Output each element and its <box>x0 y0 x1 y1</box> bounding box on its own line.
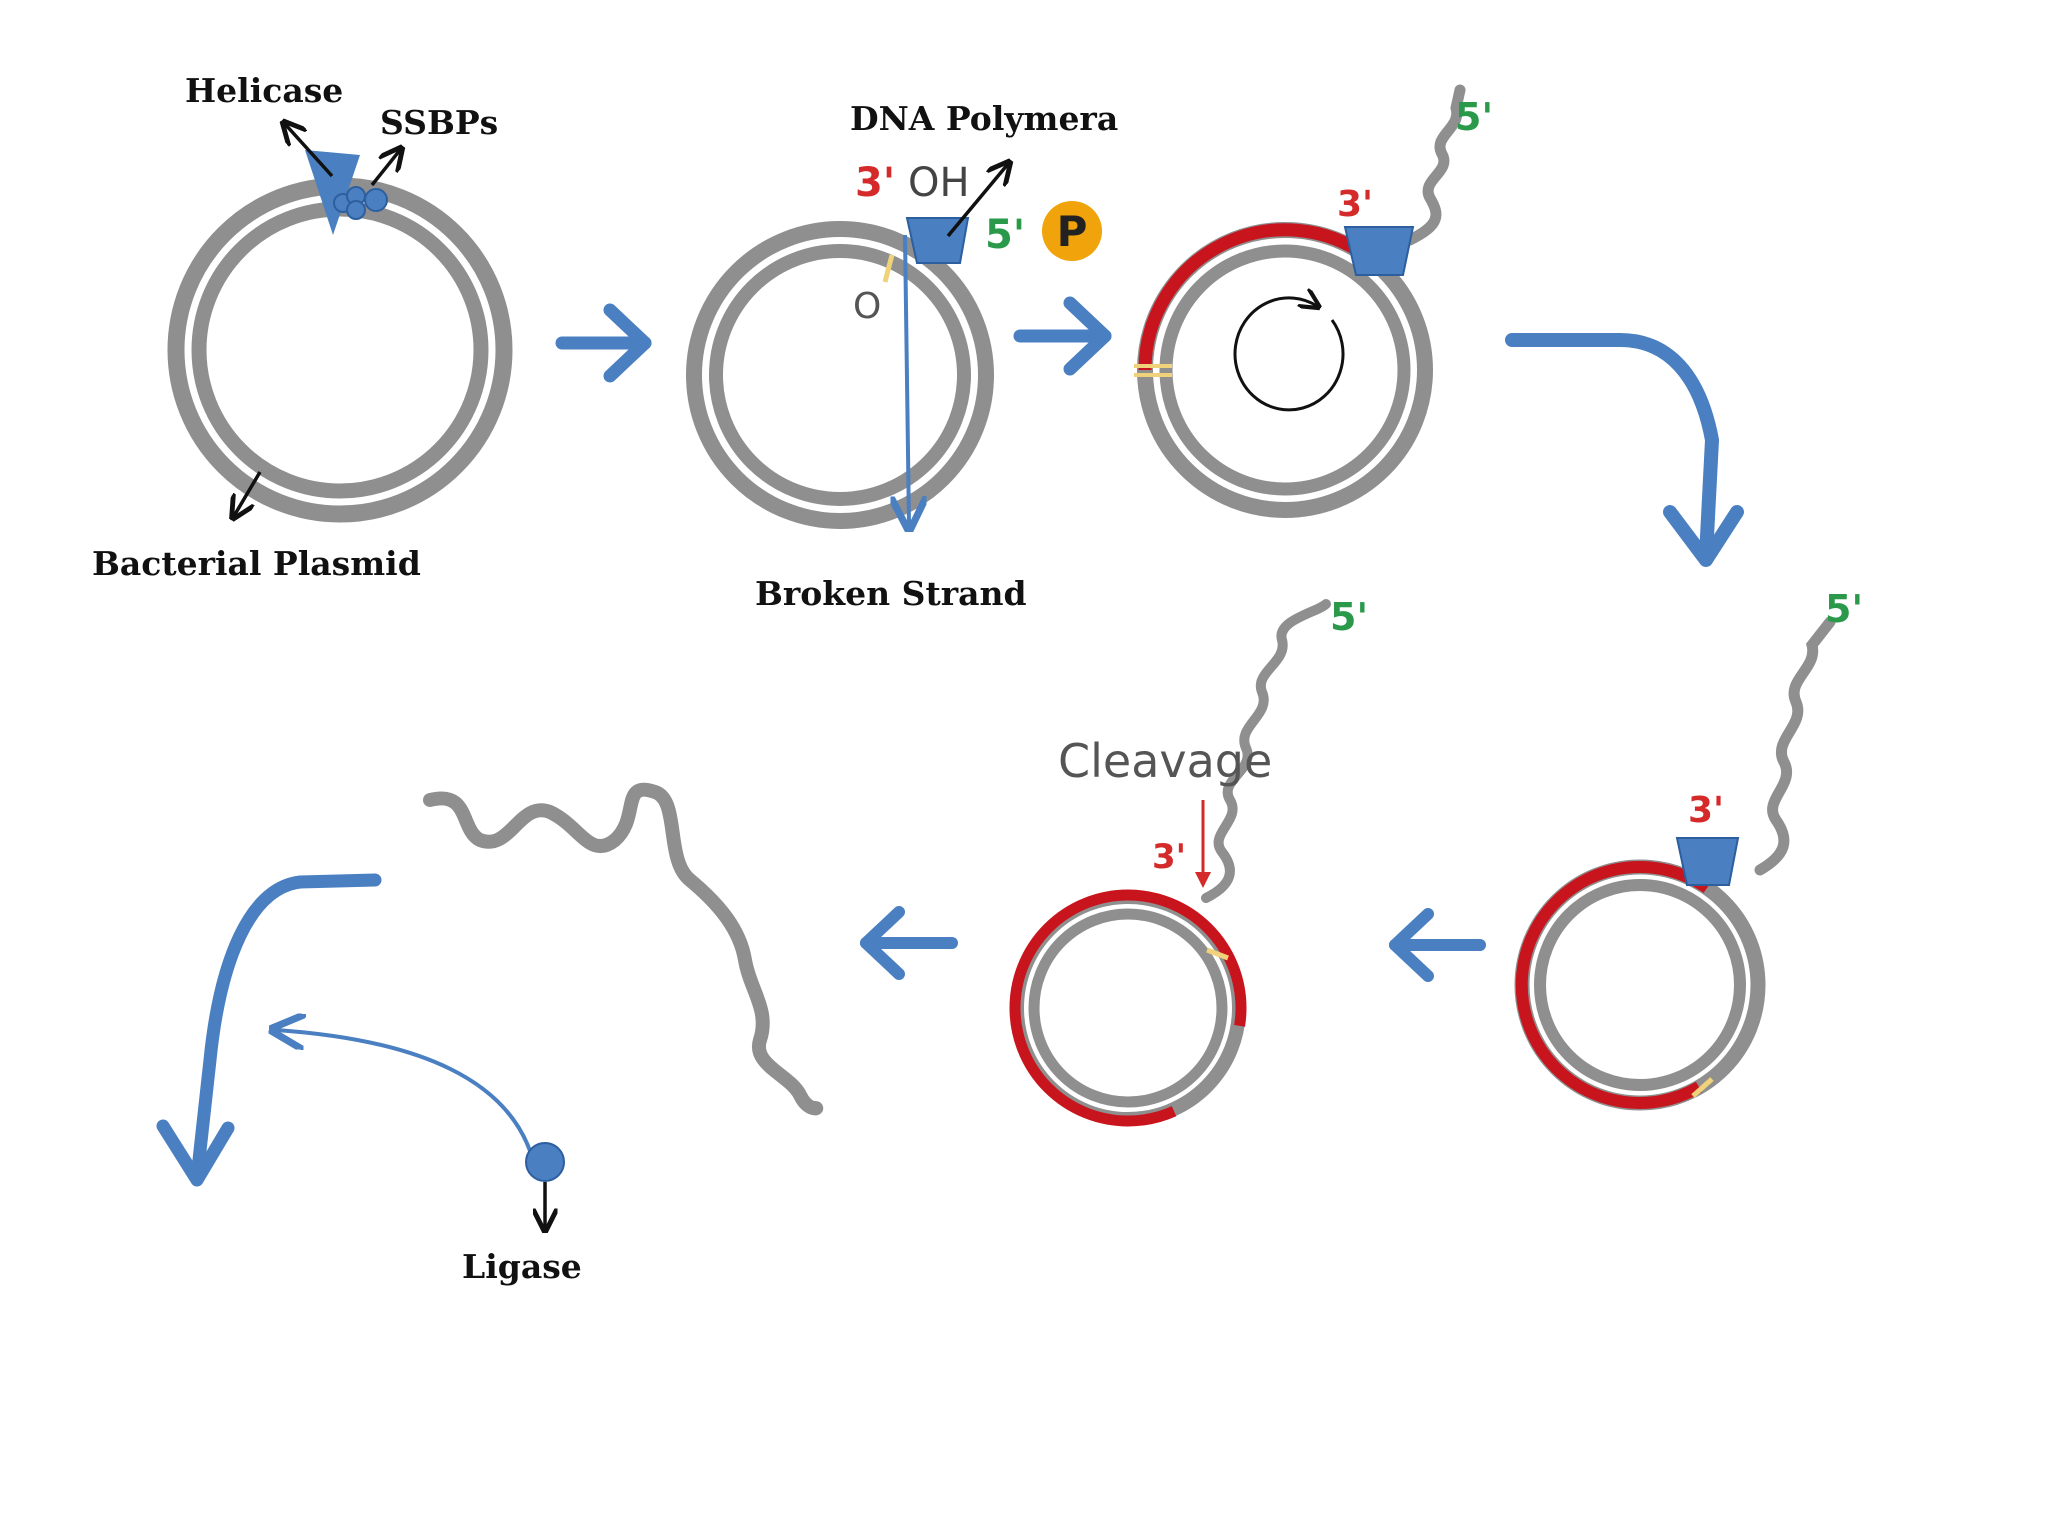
oh-mark: OH <box>908 160 970 206</box>
new-strand <box>1009 889 1247 1127</box>
five-prime-mark: 5' <box>985 212 1025 258</box>
dna-polymerase-pointer <box>946 164 1008 238</box>
broken-strand-label: Broken Strand <box>755 574 1027 613</box>
three-prime-mark: 3' <box>1152 837 1186 877</box>
released-strand <box>423 782 824 1116</box>
rotation-icon <box>1233 298 1345 412</box>
ssbps-pointer <box>370 150 400 187</box>
plasmid-pointer <box>234 471 262 516</box>
dna-polymerase-icon <box>1675 837 1740 886</box>
plasmid-outer-strand <box>686 221 994 529</box>
stage-1-plasmid: Helicase SSBPs Bacterial Plasmid <box>92 71 513 583</box>
template-inner-strand <box>1028 908 1228 1108</box>
stage-4-elongation: 3' 5' <box>1514 587 1863 1111</box>
dna-polymerase-icon <box>1343 226 1415 276</box>
ssbp-icon <box>333 186 388 220</box>
phosphate-label: P <box>1057 207 1088 256</box>
phosphate-icon <box>1042 201 1102 261</box>
helicase-icon <box>305 150 360 235</box>
displaced-strand <box>1754 616 1836 876</box>
curved-step-arrow <box>1505 333 1744 567</box>
nick-mark <box>1206 947 1229 961</box>
template-inner-strand <box>1159 244 1411 496</box>
broken-strand-pointer <box>905 234 909 525</box>
ssbps-label: SSBPs <box>380 103 498 142</box>
stage-5-cleavage: Cleavage 3' 5' <box>1009 595 1368 1127</box>
five-prime-mark: 5' <box>1330 595 1368 639</box>
nick-mark <box>1691 1077 1714 1098</box>
five-prime-mark: 5' <box>1455 95 1493 139</box>
displaced-strand <box>1201 599 1331 903</box>
stage-6-released-strand: Ligase <box>156 782 824 1286</box>
nick-mark <box>882 254 895 283</box>
three-prime-mark: 3' <box>1337 184 1373 225</box>
oxygen-mark: O <box>853 286 881 327</box>
three-prime-mark: 3' <box>855 160 895 206</box>
stage-3-rolling-circle: 3' 5' <box>1134 84 1493 518</box>
step-arrow-2 <box>1013 296 1112 376</box>
step-arrow-3 <box>1389 908 1486 982</box>
plasmid-inner-strand <box>191 201 489 499</box>
three-prime-mark: 3' <box>1688 790 1724 831</box>
helicase-pointer <box>285 124 334 178</box>
plasmid-inner-strand <box>709 244 971 506</box>
bacterial-plasmid-label: Bacterial Plasmid <box>92 544 421 583</box>
step-arrow-4 <box>860 906 958 980</box>
plasmid-outer-strand <box>167 177 513 523</box>
new-strand <box>1138 223 1372 371</box>
helicase-label: Helicase <box>185 71 343 110</box>
ligase-label: Ligase <box>462 1247 582 1286</box>
stage-2-nicked-plasmid: 3' OH 5' P O DNA Polymera Broken Strand <box>686 99 1118 613</box>
step-arrow-1 <box>555 303 652 383</box>
ligase-icon <box>525 1142 565 1182</box>
ligase-curved-arrow <box>156 873 382 1187</box>
template-inner-strand <box>1534 879 1746 1091</box>
ligase-pointer <box>276 1030 535 1161</box>
displaced-strand <box>1404 84 1466 246</box>
cleavage-arrowhead <box>1195 872 1211 888</box>
dna-polymerase-label: DNA Polymera <box>850 99 1118 138</box>
cleavage-label: Cleavage <box>1058 734 1272 788</box>
new-strand <box>1515 860 1711 1109</box>
five-prime-mark: 5' <box>1825 587 1863 631</box>
